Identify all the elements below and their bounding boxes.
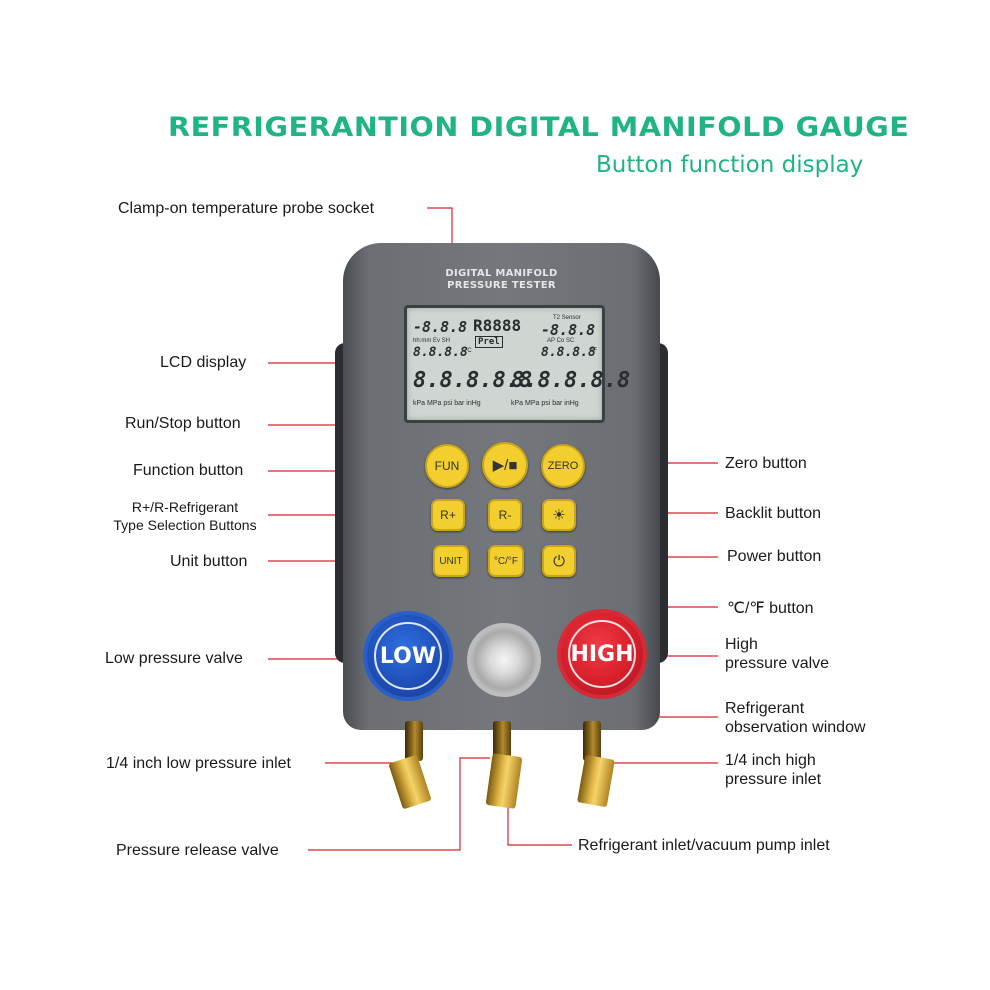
high-inlet-stem [583,721,601,761]
power-button[interactable]: ⏻ [542,545,576,577]
label-refrigerant-selection-line2: Type Selection Buttons [113,517,257,533]
page-subtitle: Button function display [596,152,864,178]
run-stop-button[interactable]: ▶/■ [482,442,528,488]
lcd-row2-left: 8.8.8.8 [413,345,468,360]
low-pressure-knob[interactable]: LOW [363,611,453,701]
high-knob-face: HIGH [568,620,636,688]
leader-vacuum-inlet [507,800,572,846]
lcd-temp-left: -8.8.8 [413,318,468,336]
label-high-inlet-line2: pressure inlet [725,771,822,788]
r-minus-button[interactable]: R- [488,499,522,531]
label-high-inlet-line1: 1/4 inch high [725,752,816,769]
low-inlet-stem [405,721,423,761]
lcd-display: -8.8.8 R8888 T2 Sensor -8.8.8 hh:mm Ev S… [404,305,630,423]
leader-probe-socket [427,207,453,252]
lcd-sub-left: hh:mm Ev SH [413,338,451,344]
label-high-valve: High pressure valve [725,635,829,673]
label-run-stop: Run/Stop button [125,415,241,432]
label-power: Power button [727,548,822,565]
lcd-t2-sensor: T2 Sensor [553,315,581,321]
lcd-sub-right: AP Co SC [547,338,575,344]
label-unit: Unit button [170,553,248,570]
label-zero: Zero button [725,455,807,472]
label-backlit: Backlit button [725,505,822,522]
label-obs-window: Refrigerant observation window [725,699,866,737]
lcd-big-left: 8.8.8.8.8 [413,368,533,393]
label-refrigerant-selection-line1: R+/R-Refrigerant [131,499,239,515]
backlight-button[interactable]: ☀ [542,499,576,531]
manifold-gauge-device: DIGITAL MANIFOLD PRESSURE TESTER -8.8.8 … [335,243,668,810]
lcd-units-right: kPa MPa psi bar inHg [511,400,579,407]
device-label-line2: PRESSURE TESTER [447,280,556,291]
lcd-row2-right: 8.8.8.8 [541,345,596,360]
low-knob-face: LOW [374,622,442,690]
high-pressure-knob[interactable]: HIGH [557,609,647,699]
lcd-unit-c: °C [465,348,472,354]
observation-window [467,623,541,697]
label-low-inlet: 1/4 inch low pressure inlet [106,755,291,772]
label-function: Function button [133,462,244,479]
r-plus-button[interactable]: R+ [431,499,465,531]
celsius-fahrenheit-button[interactable]: °C/°F [488,545,524,577]
lcd-temp-right: -8.8.8 [541,321,596,339]
label-release-valve: Pressure release valve [116,842,279,859]
label-probe-socket: Clamp-on temperature probe socket [118,200,375,217]
page-title: REFRIGERANTION DIGITAL MANIFOLD GAUGE [168,112,910,143]
zero-button[interactable]: ZERO [541,444,585,488]
label-obs-window-line1: Refrigerant [725,700,805,717]
label-high-valve-line1: High [725,636,758,653]
label-obs-window-line2: observation window [725,719,866,736]
label-high-inlet: 1/4 inch high pressure inlet [725,751,821,789]
lcd-units-left: kPa MPa psi bar inHg [413,400,481,407]
leader-release-valve [308,757,490,851]
label-low-valve: Low pressure valve [105,650,243,667]
device-label-line1: DIGITAL MANIFOLD [445,268,558,279]
label-high-valve-line2: pressure valve [725,655,830,672]
lcd-unit-f: °F [591,348,598,354]
unit-button[interactable]: UNIT [433,545,469,577]
center-inlet-stem [493,721,511,761]
lcd-prel: Prel [475,336,503,348]
lcd-big-right: 8.8.8.8.8 [511,368,631,393]
lcd-r-code: R8888 [473,316,522,335]
label-lcd-display: LCD display [160,354,247,371]
fun-button[interactable]: FUN [425,444,469,488]
label-refrigerant-selection: R+/R-Refrigerant Type Selection Buttons [102,498,268,534]
label-vacuum-inlet: Refrigerant inlet/vacuum pump inlet [578,837,830,854]
label-cf: ℃/℉ button [727,600,814,617]
